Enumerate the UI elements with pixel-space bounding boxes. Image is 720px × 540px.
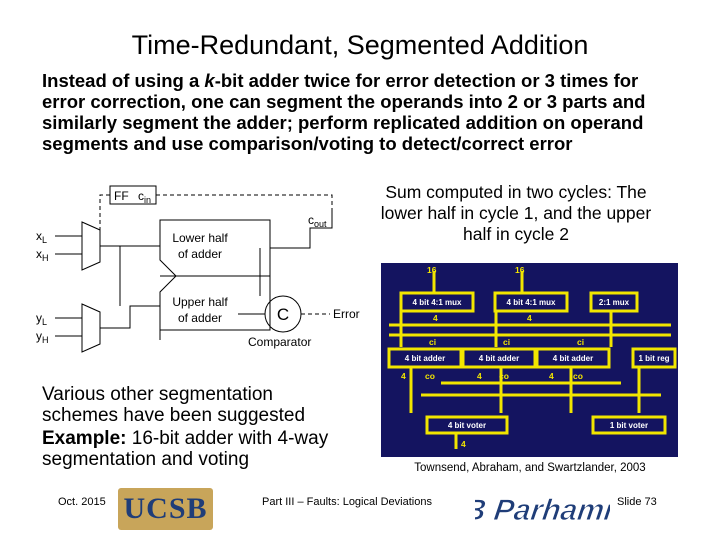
intro-part2: -bit adder twice for error detection or …	[42, 70, 646, 154]
ff-label: FF	[114, 189, 129, 203]
bus-width-4-b: 4	[527, 313, 532, 323]
example-text: 16-bit adder with 4-way segmentation and…	[42, 428, 329, 470]
upper-half-label-1: Upper half	[172, 295, 228, 309]
bus-width-4-c: 4	[401, 371, 406, 381]
adder-label-3: 4 bit adder	[553, 354, 593, 363]
upper-half-label-2: of adder	[178, 311, 222, 325]
adder-box-1	[387, 347, 463, 369]
adder-label-1: 4 bit adder	[405, 354, 445, 363]
mux-y	[81, 303, 101, 353]
lower-half-label-1: Lower half	[172, 231, 228, 245]
carry-feedback-path	[156, 194, 333, 210]
voter-label-4: 4 bit voter	[448, 421, 486, 430]
comparator-label: Comparator	[248, 335, 311, 349]
example-label: Example:	[42, 428, 127, 449]
mux-box-2	[493, 291, 569, 313]
mux-label-1: 4 bit 4:1 mux	[413, 298, 462, 307]
xh-label: xH	[36, 247, 49, 263]
footer-part: Part III – Faults: Logical Deviations	[262, 496, 432, 508]
segmentation-note: Various other segmentation schemes have …	[42, 384, 342, 470]
page-title: Time-Redundant, Segmented Addition	[131, 30, 589, 60]
cin-label: cin	[138, 189, 151, 205]
xl-label: xL	[36, 229, 47, 245]
bus-width-4-e: 4	[549, 371, 554, 381]
segmentation-line: Various other segmentation schemes have …	[42, 384, 306, 426]
bus-width-4-a: 4	[433, 313, 438, 323]
carry-in-2: ci	[503, 337, 510, 347]
parhami-signature: B Parhami	[475, 494, 610, 528]
slide-number: Slide 73	[617, 496, 657, 508]
voter-box-1	[591, 415, 667, 435]
bus-width-16-b: 16	[515, 265, 525, 275]
adder-shape	[159, 219, 271, 331]
mux-label-3: 2:1 mux	[599, 298, 630, 307]
reg-label: 1 bit reg	[638, 354, 669, 363]
voter-box-4	[425, 415, 509, 435]
ucsb-logo-text: UCSB	[123, 492, 208, 525]
intro-text: Instead of using a k-bit adder twice for…	[42, 70, 682, 154]
carry-in-3: ci	[577, 337, 584, 347]
yh-label: yH	[36, 329, 49, 345]
intro-k: k	[204, 70, 215, 91]
voter-label-1: 1 bit voter	[610, 421, 648, 430]
intro-part1: Instead of using a	[42, 70, 205, 91]
adder-box-2	[461, 347, 537, 369]
signature-text: B Parhami	[475, 494, 610, 527]
carry-out-2: co	[499, 371, 509, 381]
mux-box-1	[399, 291, 475, 313]
carry-out-3: co	[573, 371, 583, 381]
citation: Townsend, Abraham, and Swartzlander, 200…	[414, 462, 646, 474]
reg-box	[631, 347, 677, 369]
circuit-photo: 16 16 4 4 ci ci ci co co co 4 4 4 4 4 bi…	[381, 263, 678, 457]
segmented-adder-diagram: FF cin cout xL xH yL yH Lower half of ad…	[36, 185, 360, 353]
bus-width-16-a: 16	[427, 265, 437, 275]
carry-in-1: ci	[429, 337, 436, 347]
bus-width-4-d: 4	[477, 371, 482, 381]
footer-date: Oct. 2015	[58, 496, 106, 508]
comparator-symbol: C	[277, 305, 289, 324]
mux-label-2: 4 bit 4:1 mux	[507, 298, 556, 307]
circuit-photo-drawing: 16 16 4 4 ci ci ci co co co 4 4 4 4 4 bi…	[387, 265, 677, 449]
bus-width-4-f: 4	[461, 439, 466, 449]
adder-box-3	[535, 347, 611, 369]
cout-label: cout	[308, 213, 327, 229]
lower-half-label-2: of adder	[178, 247, 222, 261]
carry-out-1: co	[425, 371, 435, 381]
ucsb-logo: UCSB	[118, 488, 213, 530]
adder-label-2: 4 bit adder	[479, 354, 519, 363]
example-line: Example: 16-bit adder with 4-way segment…	[42, 428, 342, 470]
mux-box-3	[589, 291, 639, 313]
yl-label: yL	[36, 311, 47, 327]
mux-x	[81, 221, 101, 271]
error-label: Error	[333, 307, 360, 321]
cycles-note: Sum computed in two cycles: The lower ha…	[380, 182, 652, 244]
